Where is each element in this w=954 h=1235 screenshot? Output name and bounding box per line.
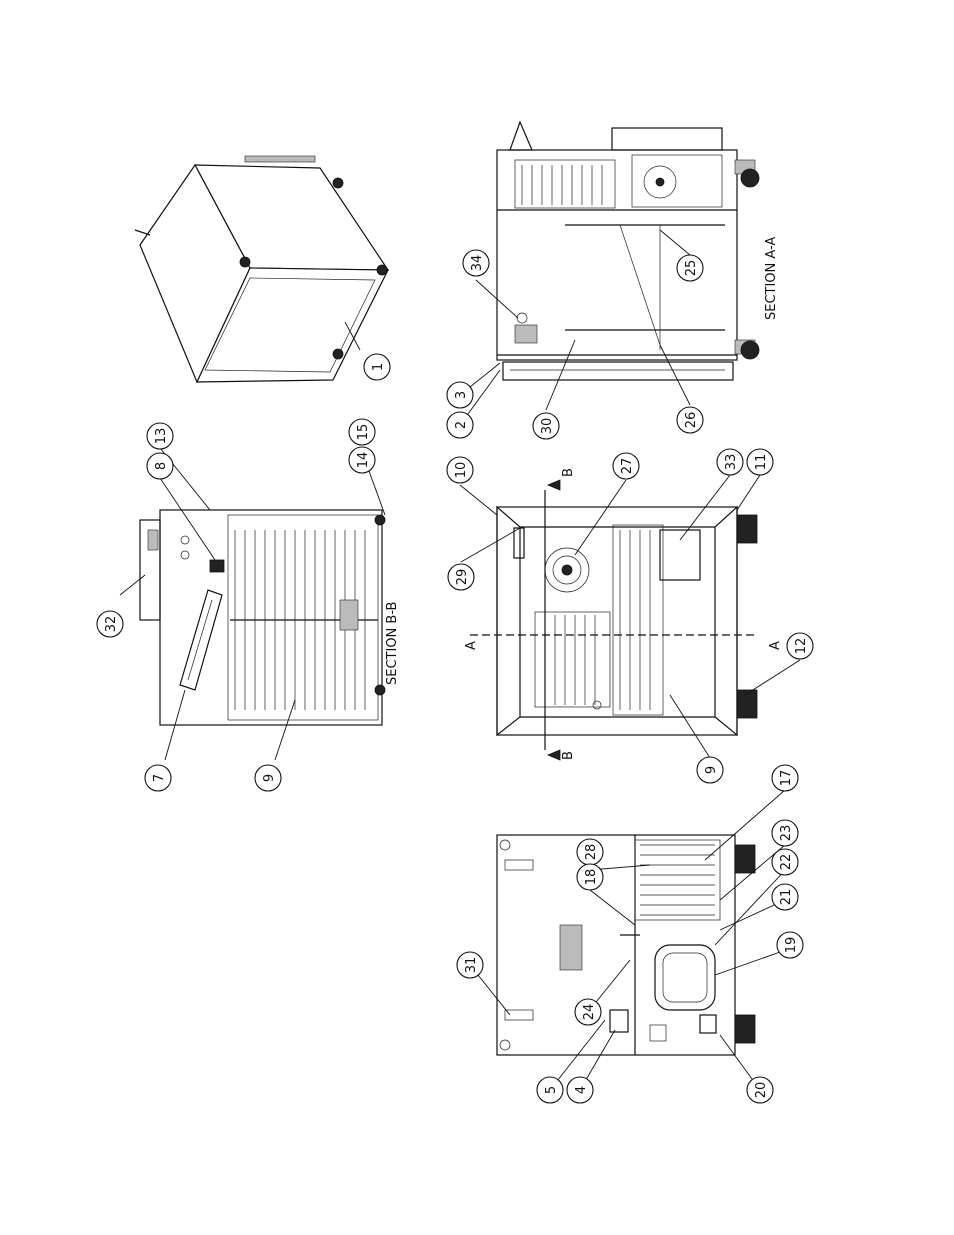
cut-line-b-top: B — [548, 468, 576, 490]
callout-8: 8 — [147, 453, 173, 479]
callout-30: 30 — [533, 413, 559, 439]
section-aa-view: SECTION A-A — [497, 122, 779, 380]
callout-9-bb: 9 — [255, 765, 281, 791]
svg-text:29: 29 — [455, 569, 470, 586]
fan-assembly — [632, 155, 722, 207]
callout-15: 15 — [349, 419, 375, 445]
callout-2: 2 — [447, 412, 473, 438]
section-bb-view: SECTION B-B — [140, 510, 400, 725]
condenser-grille — [535, 612, 610, 707]
svg-text:3: 3 — [454, 391, 469, 399]
casters-rear — [735, 845, 755, 1043]
callout-21: 21 — [772, 884, 798, 910]
callout-5: 5 — [537, 1077, 563, 1103]
callout-25: 25 — [677, 255, 703, 281]
svg-text:5: 5 — [544, 1086, 559, 1094]
section-aa-label: SECTION A-A — [764, 237, 779, 320]
svg-text:17: 17 — [779, 770, 794, 787]
caster-top — [735, 160, 759, 187]
svg-text:15: 15 — [356, 424, 371, 441]
callout-32: 32 — [97, 611, 123, 637]
callout-31: 31 — [457, 952, 483, 978]
callout-12: 12 — [787, 633, 813, 659]
caster-bottom — [735, 340, 759, 359]
svg-text:9: 9 — [704, 766, 719, 774]
svg-text:33: 33 — [724, 454, 739, 471]
svg-text:14: 14 — [356, 452, 371, 469]
callout-17: 17 — [772, 765, 798, 791]
compressor — [655, 945, 715, 1010]
svg-text:7: 7 — [152, 774, 167, 782]
cut-line-a-left: A — [464, 641, 479, 650]
cut-line-a-right: A — [768, 641, 783, 650]
callout-26: 26 — [677, 407, 703, 433]
svg-text:32: 32 — [104, 616, 119, 633]
rack-rails — [565, 225, 725, 350]
callout-24: 24 — [575, 999, 601, 1025]
callout-9-front: 9 — [697, 757, 723, 783]
fan-guard — [545, 548, 589, 592]
heater-element — [180, 590, 222, 690]
svg-text:19: 19 — [784, 937, 799, 954]
svg-text:4: 4 — [574, 1086, 589, 1094]
callout-27: 27 — [613, 453, 639, 479]
callout-1: 1 — [364, 354, 390, 380]
callout-11: 11 — [747, 449, 773, 475]
callout-23: 23 — [772, 820, 798, 846]
svg-text:B: B — [561, 468, 576, 477]
callout-20: 20 — [747, 1077, 773, 1103]
svg-text:27: 27 — [620, 458, 635, 475]
callout-19: 19 — [777, 932, 803, 958]
svg-text:30: 30 — [540, 418, 555, 435]
svg-text:8: 8 — [154, 462, 169, 470]
callout-13: 13 — [147, 423, 173, 449]
svg-text:26: 26 — [684, 412, 699, 429]
machinery-view — [497, 835, 755, 1055]
svg-text:2: 2 — [454, 421, 469, 429]
svg-text:18: 18 — [584, 869, 599, 886]
condenser-coil — [635, 840, 720, 920]
callout-33: 33 — [717, 449, 743, 475]
svg-text:23: 23 — [779, 825, 794, 842]
svg-text:21: 21 — [779, 889, 794, 906]
callout-10: 10 — [447, 457, 473, 483]
section-bb-label: SECTION B-B — [385, 602, 400, 685]
callout-18: 18 — [577, 864, 603, 890]
callout-22: 22 — [772, 849, 798, 875]
svg-text:12: 12 — [794, 638, 809, 655]
svg-text:1: 1 — [371, 363, 386, 371]
casters-front — [737, 515, 757, 718]
svg-text:25: 25 — [684, 260, 699, 277]
svg-text:9: 9 — [262, 774, 277, 782]
svg-text:B: B — [561, 751, 576, 760]
callout-7: 7 — [145, 765, 171, 791]
svg-text:31: 31 — [464, 957, 479, 974]
isometric-view — [135, 156, 388, 382]
svg-text:24: 24 — [582, 1004, 597, 1021]
svg-text:34: 34 — [470, 255, 485, 272]
evaporator-coil — [515, 160, 615, 208]
cut-line-b-bottom: B — [548, 750, 576, 760]
svg-text:13: 13 — [154, 428, 169, 445]
svg-text:28: 28 — [584, 844, 599, 861]
callout-34: 34 — [463, 250, 489, 276]
callout-29: 29 — [448, 564, 474, 590]
svg-text:10: 10 — [454, 462, 469, 479]
callout-14: 14 — [349, 447, 375, 473]
wire-rack — [613, 525, 663, 715]
callout-3: 3 — [447, 382, 473, 408]
front-view: B B A A — [464, 468, 783, 760]
svg-text:20: 20 — [754, 1082, 769, 1099]
callout-28: 28 — [577, 839, 603, 865]
svg-text:11: 11 — [754, 454, 769, 471]
svg-text:22: 22 — [779, 854, 794, 871]
callout-4: 4 — [567, 1077, 593, 1103]
